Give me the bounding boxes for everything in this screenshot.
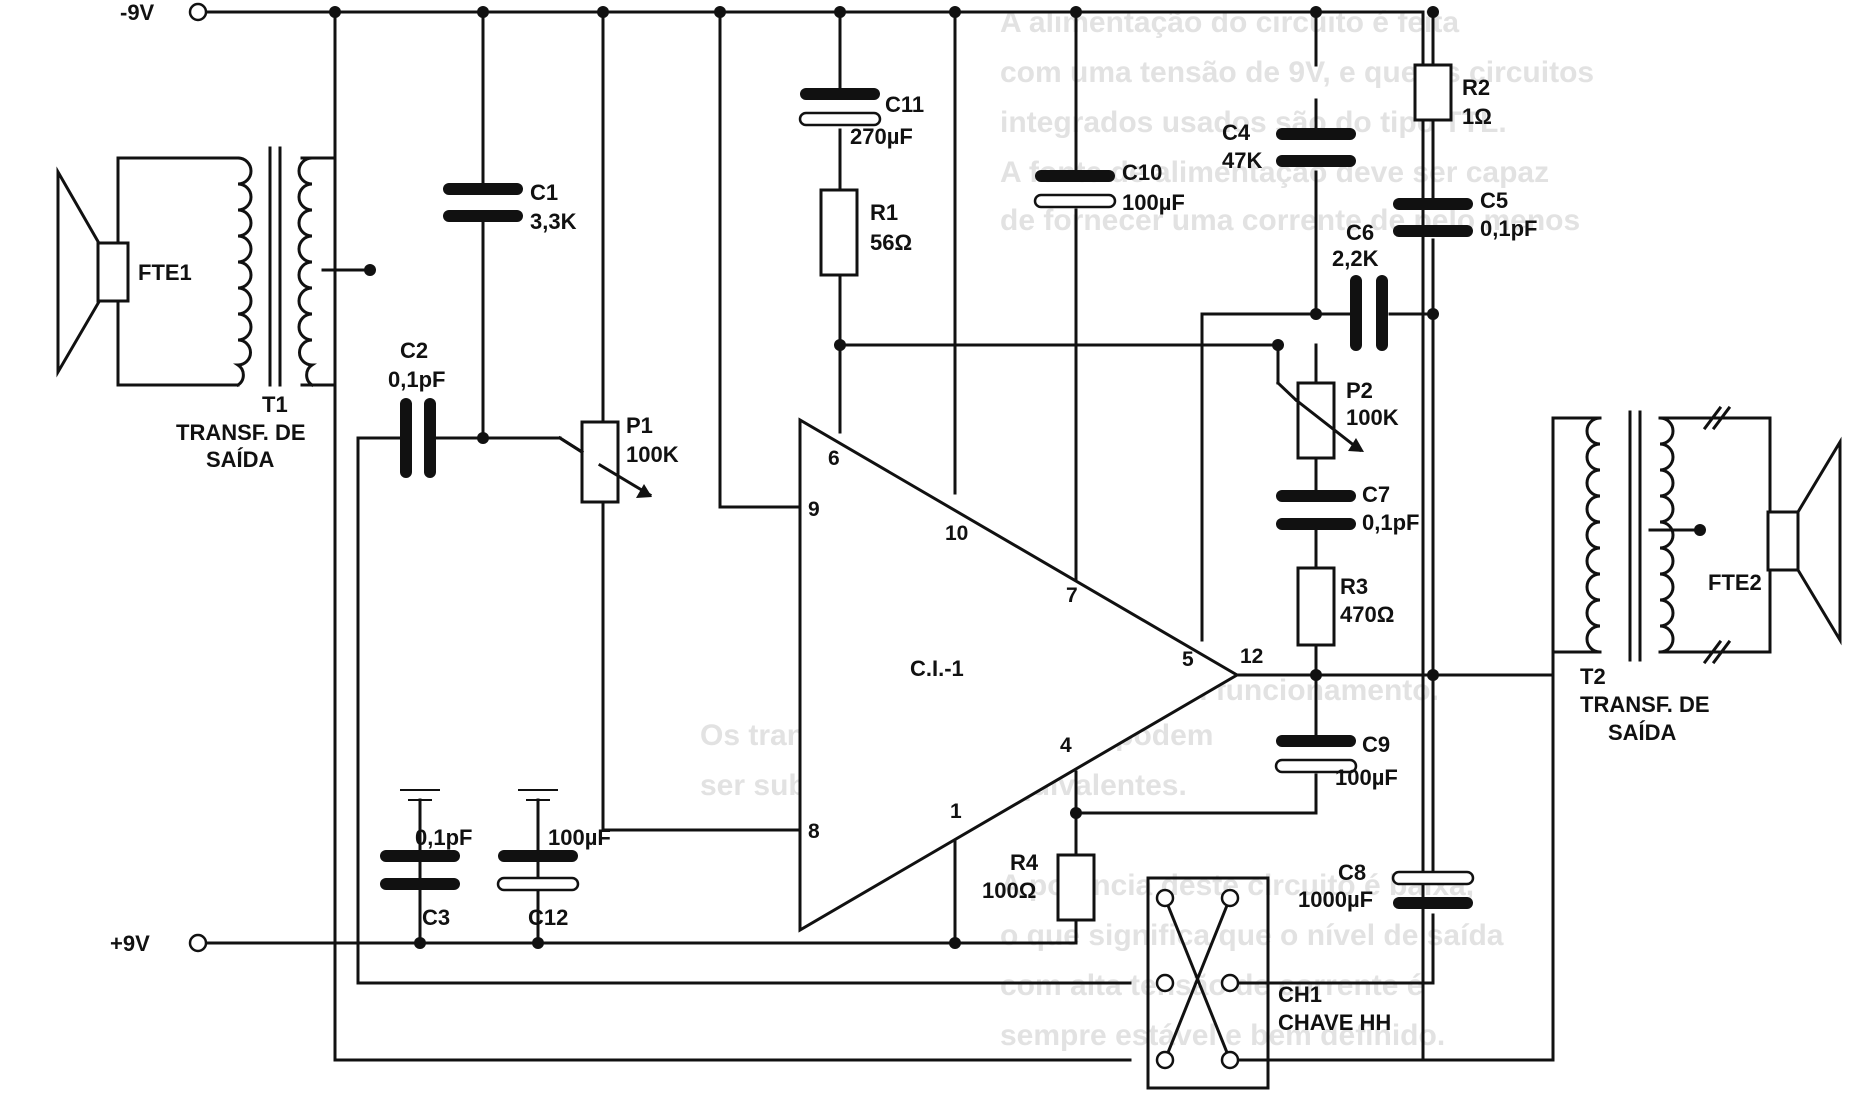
c9-value: 100µF	[1335, 765, 1398, 790]
c2-name: C2	[400, 338, 428, 363]
r1-value: 56Ω	[870, 230, 912, 255]
r3-name: R3	[1340, 574, 1368, 599]
c2-value: 0,1pF	[388, 367, 445, 392]
r1-name: R1	[870, 200, 898, 225]
c1-value: 3,3K	[530, 209, 577, 234]
c12-name: C12	[528, 905, 568, 930]
c11-name: C11	[885, 92, 924, 117]
pin-label: 1	[950, 800, 962, 823]
c6-name: C6	[1346, 220, 1374, 245]
r3-value: 470Ω	[1340, 602, 1394, 627]
c9-name: C9	[1362, 732, 1390, 757]
pin-label: 10	[945, 522, 968, 545]
c5-value: 0,1pF	[1480, 216, 1537, 241]
pin-label: 4	[1060, 734, 1072, 757]
fte1-label: FTE1	[138, 260, 192, 285]
c10-name: C10	[1122, 160, 1162, 185]
ic-label: C.I.-1	[910, 656, 964, 681]
pin-label: 12	[1240, 645, 1263, 668]
bg-line: de fornecer uma corrente de pelo menos	[1000, 204, 1580, 237]
pin-label: 7	[1066, 584, 1078, 607]
supply-terminals: -9V +9V	[110, 0, 208, 956]
r2-value: 1Ω	[1462, 104, 1492, 129]
bg-line: com alta tensão de corrente é	[1000, 969, 1424, 1002]
switch-ch1: CH1 CHAVE HH	[1146, 876, 1391, 1090]
t2-name: T2	[1580, 664, 1606, 689]
neg-supply-label: -9V	[120, 0, 155, 25]
c11-value: 270µF	[850, 124, 913, 149]
bg-line: sempre estável e bem definido.	[1000, 1019, 1445, 1052]
c5-name: C5	[1480, 188, 1508, 213]
c8-value: 1000µF	[1298, 887, 1373, 912]
pin-label: 6	[828, 447, 840, 470]
speaker-fte1: FTE1	[56, 166, 192, 378]
ic-triangle: C.I.-1 6 9 10 7 5 12 4 1 8	[798, 417, 1263, 933]
transformer-t2: T2 TRANSF. DE SAÍDA	[1580, 405, 1732, 745]
fte2-label: FTE2	[1708, 570, 1762, 595]
pin-label: 9	[808, 498, 820, 521]
p2-name: P2	[1346, 378, 1373, 403]
r4-name: R4	[1010, 850, 1039, 875]
t2-line2: SAÍDA	[1608, 720, 1677, 745]
t2-line1: TRANSF. DE	[1580, 692, 1710, 717]
bg-line: o que significa que o nível de saída	[1000, 919, 1504, 952]
c1-name: C1	[530, 180, 558, 205]
c4-value: 47K	[1222, 148, 1262, 173]
pin-label: 5	[1182, 648, 1194, 671]
r2-name: R2	[1462, 75, 1490, 100]
c8-name: C8	[1338, 860, 1366, 885]
t1-line2: SAÍDA	[206, 447, 275, 472]
junction-dots	[329, 6, 1706, 949]
c12-value: 100µF	[548, 825, 611, 850]
c6-value: 2,2K	[1332, 246, 1379, 271]
speaker-fte2: FTE2	[1708, 436, 1842, 646]
pin-label: 8	[808, 820, 820, 843]
r4-value: 100Ω	[982, 878, 1036, 903]
c7-value: 0,1pF	[1362, 510, 1419, 535]
c3-value: 0,1pF	[415, 825, 472, 850]
t1-name: T1	[262, 392, 288, 417]
c3-name: C3	[422, 905, 450, 930]
neg-terminal	[188, 2, 208, 22]
p2-value: 100K	[1346, 405, 1399, 430]
ch1-name: CH1	[1278, 982, 1322, 1007]
p1-value: 100K	[626, 442, 679, 467]
c10-value: 100µF	[1122, 190, 1185, 215]
pos-terminal	[188, 933, 208, 953]
transformer-t1: T1 TRANSF. DE SAÍDA	[176, 146, 317, 472]
c7-name: C7	[1362, 482, 1390, 507]
resistors: R1 56Ω R2 1Ω R3 470Ω R4 100Ω	[819, 63, 1492, 922]
t1-line1: TRANSF. DE	[176, 420, 306, 445]
c4-name: C4	[1222, 120, 1251, 145]
potentiometers: P1 100K P2 100K	[557, 378, 1399, 504]
p1-name: P1	[626, 413, 653, 438]
bg-line: com uma tensão de 9V, e que os circuitos	[1000, 56, 1594, 89]
wires	[116, 10, 1772, 1062]
pos-supply-label: +9V	[110, 931, 150, 956]
ch1-type: CHAVE HH	[1278, 1010, 1391, 1035]
capacitors: C1 3,3K C2 0,1pF C11 270µF C10 100µF C4 …	[380, 88, 1537, 930]
